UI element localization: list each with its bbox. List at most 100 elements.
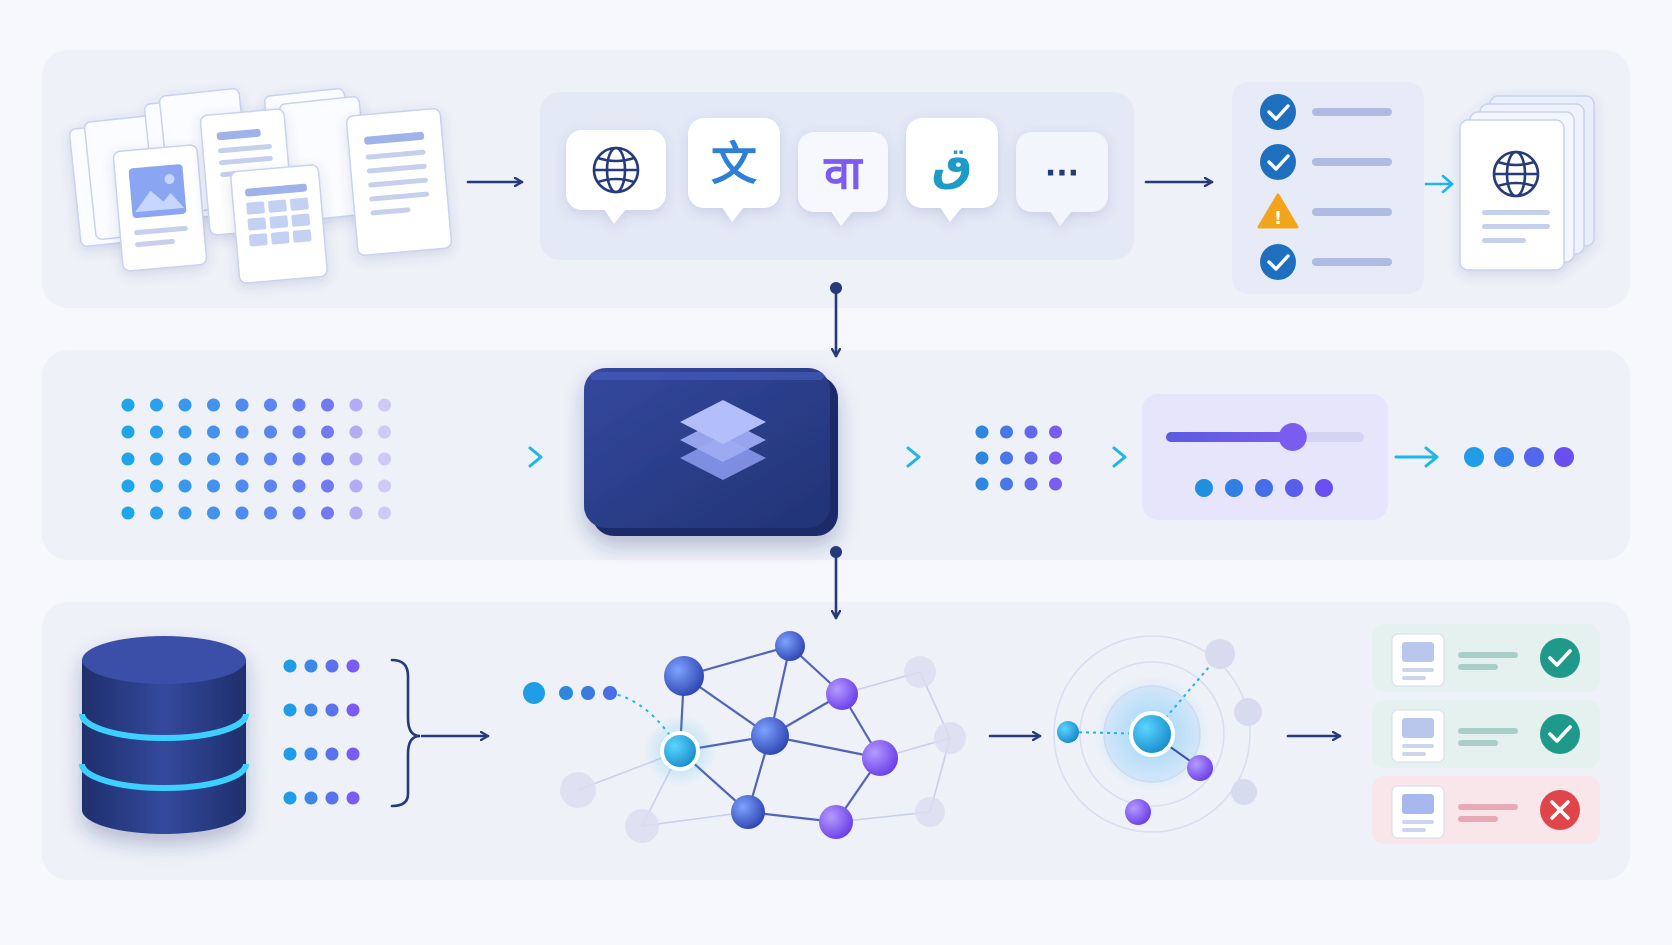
check-circle-icon — [1260, 94, 1296, 130]
token-dot — [1024, 425, 1038, 439]
token-dot — [1000, 425, 1013, 439]
neighbor-node — [1125, 799, 1151, 825]
token-dot — [207, 506, 220, 520]
devanagari-character: वा — [823, 146, 864, 200]
token-dot — [121, 398, 135, 412]
token-dot — [150, 506, 163, 520]
query-token-dot — [603, 686, 617, 700]
token-dot — [178, 425, 192, 439]
connector-model-to-retrieval — [830, 546, 842, 620]
token-dot — [1464, 447, 1484, 467]
globe-icon — [592, 146, 640, 194]
token-dot — [292, 479, 306, 493]
neighbor-node — [1057, 721, 1079, 743]
token-dot — [178, 506, 192, 520]
token-dot — [346, 703, 360, 717]
neighbor-node — [1187, 755, 1213, 781]
weight-slider[interactable] — [1166, 423, 1364, 451]
connector-translation-to-model — [830, 282, 842, 358]
check-circle-icon — [1260, 244, 1296, 280]
token-dot — [264, 425, 277, 439]
token-dot — [121, 479, 135, 493]
graph-node — [625, 809, 659, 843]
token-dot — [378, 506, 391, 520]
token-dot — [235, 506, 249, 520]
result-card — [1372, 700, 1600, 768]
tuned-token-row — [1195, 479, 1333, 497]
tuning-panel — [1142, 394, 1388, 520]
token-dot — [121, 506, 135, 520]
token-dot — [292, 425, 306, 439]
token-dot — [321, 425, 334, 439]
token-dot — [378, 425, 391, 439]
graph-node — [904, 656, 936, 688]
query-token-dot — [523, 682, 545, 704]
token-dot — [150, 479, 163, 493]
language-bubble — [566, 130, 666, 224]
graph-node — [751, 717, 789, 755]
token-dot — [264, 398, 277, 412]
checklist-line — [1312, 208, 1392, 216]
slider-handle[interactable] — [1278, 423, 1307, 451]
token-dot — [235, 479, 249, 493]
token-dot — [325, 659, 339, 673]
graph-node — [660, 731, 700, 771]
graph-node — [819, 805, 853, 839]
language-bubble: ··· — [1016, 132, 1108, 226]
token-dot — [292, 506, 306, 520]
token-dot — [121, 452, 135, 466]
token-dot — [321, 452, 334, 466]
token-dot — [346, 659, 360, 673]
checklist-panel — [1232, 82, 1424, 294]
token-dot — [1255, 479, 1273, 497]
checklist-item — [1260, 94, 1392, 130]
token-dot — [1024, 451, 1038, 465]
token-dot — [1315, 479, 1333, 497]
token-dot — [1285, 479, 1303, 497]
token-dot — [178, 479, 192, 493]
token-dot — [304, 659, 318, 673]
checklist-line — [1312, 108, 1392, 116]
token-dot — [975, 451, 989, 465]
token-dot — [121, 425, 135, 439]
graph-node — [934, 722, 966, 754]
token-dot — [349, 506, 363, 520]
language-bubble: 文 — [688, 118, 780, 222]
language-bubble: ق — [906, 118, 998, 222]
translated-document-stack — [1459, 95, 1595, 271]
check-circle-icon — [1540, 714, 1580, 754]
language-bubble: वा — [798, 132, 888, 226]
token-dot — [325, 747, 339, 761]
ellipsis-icon: ··· — [1045, 156, 1079, 191]
search-radius-ring — [1079, 661, 1225, 807]
token-dot — [292, 452, 306, 466]
token-dot — [349, 425, 363, 439]
token-dot — [321, 398, 334, 412]
arabic-character: ق — [931, 137, 972, 191]
token-dot — [1554, 447, 1574, 467]
token-dot — [150, 398, 163, 412]
chunk-token-rows — [283, 659, 360, 805]
graph-node — [664, 656, 704, 696]
token-dot — [207, 479, 220, 493]
token-dot — [975, 477, 989, 491]
token-dot — [1049, 425, 1062, 439]
neighbor-node — [1205, 639, 1235, 669]
neighbor-node — [1234, 698, 1262, 726]
token-dot — [378, 398, 391, 412]
result-card — [1372, 776, 1600, 844]
result-card — [1372, 624, 1600, 692]
token-dot — [1024, 477, 1038, 491]
token-dot — [304, 791, 318, 805]
database-icon — [79, 636, 249, 834]
token-dot — [321, 479, 334, 493]
checklist-item — [1260, 244, 1392, 280]
token-dot — [321, 506, 334, 520]
token-dot — [264, 506, 277, 520]
graph-edge — [641, 811, 749, 827]
token-dot — [283, 703, 297, 717]
stacked-layers-icon — [680, 400, 766, 480]
svg-text:!: ! — [1274, 208, 1282, 229]
token-dot — [150, 425, 163, 439]
